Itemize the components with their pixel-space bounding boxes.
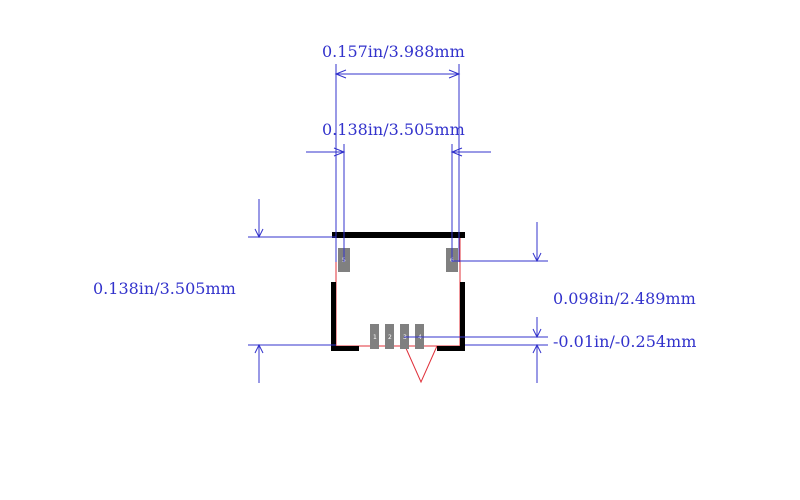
dim-right-height (404, 222, 548, 339)
pad-labels: 5 6 1 2 3 4 (342, 257, 454, 341)
dim-inner-width-label: 0.138in/3.505mm (322, 120, 465, 139)
dim-top-width-arrow-right (448, 69, 461, 79)
dim-inner-width (306, 144, 491, 262)
body-outline (335, 235, 461, 347)
dim-top-width-label: 0.157in/3.988mm (322, 42, 465, 61)
dim-left-height-arrow-bottom (254, 343, 264, 354)
dim-inner-width-arrow-right (450, 147, 463, 157)
dim-bottom-offset-label: -0.01in/-0.254mm (553, 332, 696, 351)
silkscreen-left-foot (331, 346, 359, 351)
signal-pad-2 (385, 324, 394, 349)
pads (338, 248, 458, 349)
silkscreen-right-foot (437, 346, 465, 351)
signal-pad-1 (370, 324, 379, 349)
dim-left-height-label: 0.138in/3.505mm (93, 279, 236, 298)
silkscreen-right-wall (460, 282, 465, 350)
dimension-lines (248, 64, 548, 383)
dim-left-height-arrow-top (254, 228, 264, 239)
signal-pad-2-label: 2 (388, 334, 392, 341)
silkscreen-left-wall (331, 282, 336, 350)
dim-right-height-arrow-top (532, 252, 542, 263)
pin1-triangle-marker (404, 345, 438, 384)
dim-left-height (248, 199, 336, 383)
component-outline (335, 235, 461, 384)
dim-top-width-arrow-left (334, 69, 347, 79)
silkscreen (331, 232, 465, 351)
dim-bottom-offset (465, 343, 548, 383)
dimension-labels: 0.157in/3.988mm 0.138in/3.505mm 0.138in/… (93, 42, 696, 351)
silkscreen-top-bar (332, 232, 465, 238)
dim-top-width (334, 64, 461, 262)
dim-right-height-label: 0.098in/2.489mm (553, 289, 696, 308)
dim-right-height-arrow-bottom (532, 328, 542, 339)
signal-pad-1-label: 1 (373, 334, 377, 341)
dim-inner-width-arrow-left (333, 147, 346, 157)
